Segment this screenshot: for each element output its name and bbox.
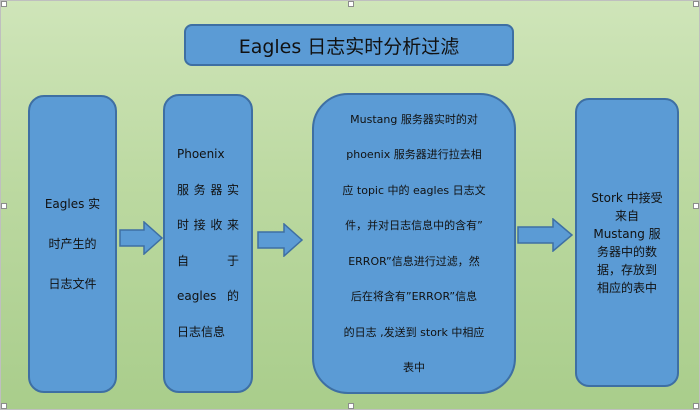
- stork-box-line: Mustang 服: [593, 226, 661, 241]
- resize-handle-bottom-right[interactable]: [693, 403, 699, 409]
- mustang-box-line: Mustang 服务器实时的对: [350, 112, 478, 126]
- resize-handle-middle-left[interactable]: [1, 203, 7, 209]
- resize-handle-top-right[interactable]: [693, 1, 699, 7]
- mustang-box-line: phoenix 服务器进行拉去相: [346, 148, 482, 161]
- phoenix-box-line: 日志信息: [177, 324, 226, 339]
- resize-handle-bottom-center[interactable]: [348, 403, 354, 409]
- mustang-box-line: 的日志 ,发送到 stork 中相应: [343, 325, 485, 339]
- mustang-box-line: ERROR”信息进行过滤，然: [348, 254, 480, 268]
- mustang-box-line: 表中: [403, 361, 425, 374]
- resize-handle-top-center[interactable]: [348, 1, 354, 7]
- source-box-line: Eagles 实: [44, 197, 101, 211]
- phoenix-box-line: 时 接 收 来: [177, 218, 239, 232]
- phoenix-box-line: 自 于: [177, 253, 239, 268]
- phoenix-box-line: Phoenix: [177, 147, 225, 161]
- arrow-right-icon: [517, 218, 573, 252]
- stork-box-line: 来自: [614, 208, 639, 223]
- mustang-box-line: 应 topic 中的 eagles 日志文: [342, 183, 486, 197]
- stork-box-line: Stork 中接受: [591, 190, 663, 205]
- phoenix-box-line: eagles 的: [177, 289, 239, 303]
- phoenix-box-line: 服 务 器 实: [177, 182, 239, 197]
- source-box-line: 日志文件: [48, 277, 97, 291]
- phoenix-server-box: Phoenix 服 务 器 实 时 接 收 来 自 于 eagles 的 日志信…: [163, 94, 253, 393]
- mustang-box-line: 后在将含有”ERROR”信息: [350, 290, 478, 303]
- source-box-line: 时产生的: [48, 237, 97, 251]
- resize-handle-top-left[interactable]: [1, 1, 7, 7]
- stork-box-line: 相应的表中: [596, 280, 657, 295]
- resize-handle-bottom-left[interactable]: [1, 403, 7, 409]
- mustang-server-box: Mustang 服务器实时的对 phoenix 服务器进行拉去相 应 topic…: [312, 93, 516, 394]
- arrow-right-icon: [119, 221, 163, 255]
- mustang-box-line: 件，并对日志信息中的含有”: [345, 219, 483, 232]
- stork-storage-box: Stork 中接受 来自 Mustang 服 务器中的数 据，存放到 相应的表中: [575, 98, 679, 387]
- stork-box-line: 据，存放到: [596, 262, 657, 277]
- resize-handle-middle-right[interactable]: [693, 203, 699, 209]
- diagram-title: Eagles 日志实时分析过滤: [184, 24, 514, 66]
- stork-box-line: 务器中的数: [596, 244, 657, 259]
- arrow-right-icon: [257, 223, 303, 257]
- source-logs-box: Eagles 实 时产生的 日志文件: [28, 95, 117, 393]
